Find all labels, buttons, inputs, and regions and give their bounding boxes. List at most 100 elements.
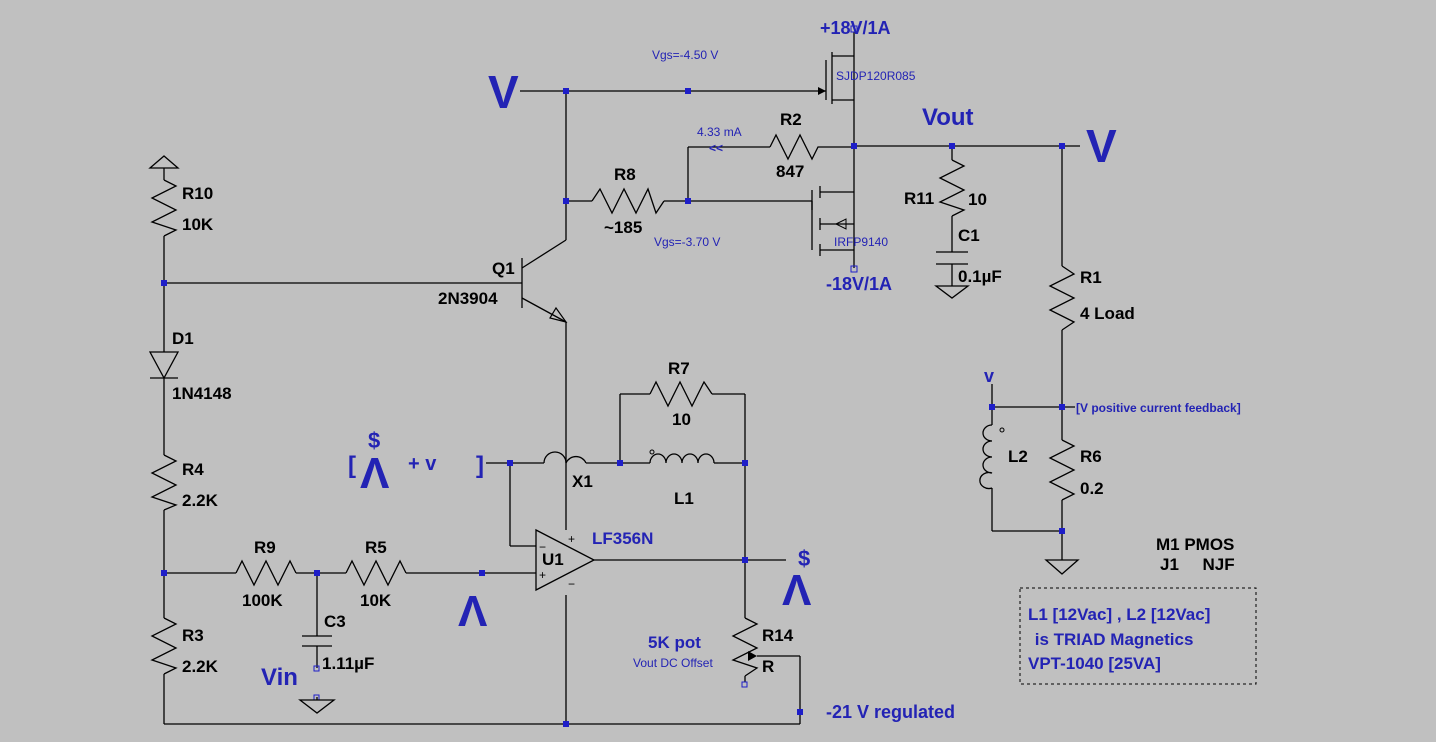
mosfet-bottom-value: IRFP9140 bbox=[834, 235, 888, 249]
svg-text:−: − bbox=[568, 577, 575, 591]
current-readout: 4.33 mA bbox=[697, 125, 742, 139]
vgs-bottom-readout: Vgs=-3.70 V bbox=[654, 235, 720, 249]
r14-value: R bbox=[762, 657, 774, 676]
svg-text:v: v bbox=[984, 366, 994, 386]
resistor-r8 bbox=[591, 187, 665, 215]
resistor-r10 bbox=[150, 179, 178, 237]
capacitor-c1 bbox=[934, 251, 970, 299]
d1-name: D1 bbox=[172, 329, 194, 348]
r10-name: R10 bbox=[182, 184, 213, 203]
d1-value: 1N4148 bbox=[172, 384, 232, 403]
resistor-r3 bbox=[150, 617, 178, 675]
r14-name: R14 bbox=[762, 626, 794, 645]
ground-vin-icon bbox=[298, 694, 336, 714]
resistor-r9 bbox=[235, 559, 297, 587]
c1-name: C1 bbox=[958, 226, 980, 245]
inductor-l1 bbox=[649, 449, 718, 464]
model-note-line1: M1 PMOS bbox=[1156, 535, 1234, 554]
l1-name: L1 bbox=[674, 489, 694, 508]
l2-name: L2 bbox=[1008, 447, 1028, 466]
r1-name: R1 bbox=[1080, 268, 1102, 287]
r4-name: R4 bbox=[182, 460, 204, 479]
opamp-u1: − + + − bbox=[535, 528, 596, 592]
svg-text:+: + bbox=[539, 568, 546, 582]
bracket-open: [ bbox=[348, 452, 356, 479]
r1-value: 4 Load bbox=[1080, 304, 1135, 323]
c3-name: C3 bbox=[324, 612, 346, 631]
dollar-net-label-1: $ bbox=[368, 428, 380, 453]
r4-value: 2.2K bbox=[182, 491, 219, 510]
wire-hop bbox=[543, 451, 587, 464]
r7-value: 10 bbox=[672, 410, 691, 429]
r11-value: 10 bbox=[968, 190, 987, 209]
lambda-net-label-1: Λ bbox=[458, 587, 488, 636]
mosfet-top-value: SJDP120R085 bbox=[836, 69, 916, 83]
junctions bbox=[161, 88, 1065, 727]
svg-text:+: + bbox=[568, 532, 575, 546]
neg-supply-label: -18V/1A bbox=[826, 274, 892, 294]
q1-value: 2N3904 bbox=[438, 289, 498, 308]
ground-r6-icon bbox=[1044, 559, 1080, 575]
r14-desc: 5K pot bbox=[648, 633, 701, 652]
capacitor-c3 bbox=[302, 635, 332, 647]
r2-value: 847 bbox=[776, 162, 804, 181]
potentiometer-r14 bbox=[731, 617, 759, 688]
dollar-net-label-2: $ bbox=[798, 546, 810, 571]
mosfet-top bbox=[818, 25, 858, 104]
q1-name: Q1 bbox=[492, 259, 515, 278]
r2-name: R2 bbox=[780, 110, 802, 129]
resistor-r6 bbox=[1048, 439, 1076, 501]
vout-label: Vout bbox=[922, 104, 974, 131]
c1-value: 0.1µF bbox=[958, 267, 1002, 286]
info-line1: L1 [12Vac] , L2 [12Vac] bbox=[1028, 605, 1210, 624]
resistor-r11 bbox=[938, 159, 966, 217]
pos-supply-label: +18V/1A bbox=[820, 18, 891, 38]
info-box bbox=[1019, 587, 1257, 685]
v-small-net-icon: v bbox=[984, 366, 994, 386]
r10-value: 10K bbox=[182, 215, 214, 234]
resistor-r7 bbox=[649, 380, 713, 408]
resistor-r4 bbox=[150, 454, 178, 511]
inductor-l2 bbox=[979, 424, 1005, 490]
u1-value: LF356N bbox=[592, 529, 653, 548]
vgs-top-readout: Vgs=-4.50 V bbox=[652, 48, 718, 62]
r7-name: R7 bbox=[668, 359, 690, 378]
u1-name: U1 bbox=[542, 550, 564, 569]
wires bbox=[163, 32, 1080, 725]
x1-name: X1 bbox=[572, 472, 593, 491]
resistor-r5 bbox=[345, 559, 407, 587]
diode-d1 bbox=[148, 351, 180, 380]
info-line2: is TRIAD Magnetics bbox=[1030, 630, 1193, 649]
v-net-label-top-left: V bbox=[488, 66, 519, 118]
resistor-r2 bbox=[769, 133, 820, 161]
model-note-line2: J1 NJF bbox=[1160, 555, 1235, 574]
r6-value: 0.2 bbox=[1080, 479, 1104, 498]
vin-label: Vin bbox=[261, 664, 298, 691]
lambda-net-label-3: Λ bbox=[360, 449, 390, 498]
svg-text:−: − bbox=[539, 540, 546, 554]
r5-value: 10K bbox=[360, 591, 392, 610]
plus-v-label: + v bbox=[408, 453, 437, 475]
r3-name: R3 bbox=[182, 626, 204, 645]
neg-regulated-label: -21 V regulated bbox=[826, 702, 955, 722]
transistor-q1 bbox=[521, 239, 568, 323]
v-net-label-right: V bbox=[1086, 120, 1117, 172]
info-line3: VPT-1040 [25VA] bbox=[1028, 654, 1161, 673]
r9-name: R9 bbox=[254, 538, 276, 557]
resistor-r1 bbox=[1048, 265, 1076, 331]
mosfet-bottom bbox=[811, 186, 858, 273]
lambda-net-label-2: Λ bbox=[782, 566, 812, 615]
c3-value: 1.11µF bbox=[322, 654, 374, 673]
r8-name: R8 bbox=[614, 165, 636, 184]
current-arrow: << bbox=[709, 141, 723, 155]
bracket-close: ] bbox=[476, 452, 484, 479]
feedback-note: [V positive current feedback] bbox=[1076, 401, 1241, 415]
r9-value: 100K bbox=[242, 591, 283, 610]
r14-sub: Vout DC Offset bbox=[633, 656, 713, 670]
r3-value: 2.2K bbox=[182, 657, 219, 676]
r10-supply-symbol bbox=[148, 155, 180, 169]
r6-name: R6 bbox=[1080, 447, 1102, 466]
r11-name: R11 bbox=[904, 189, 934, 208]
r8-value: ~185 bbox=[604, 218, 642, 237]
